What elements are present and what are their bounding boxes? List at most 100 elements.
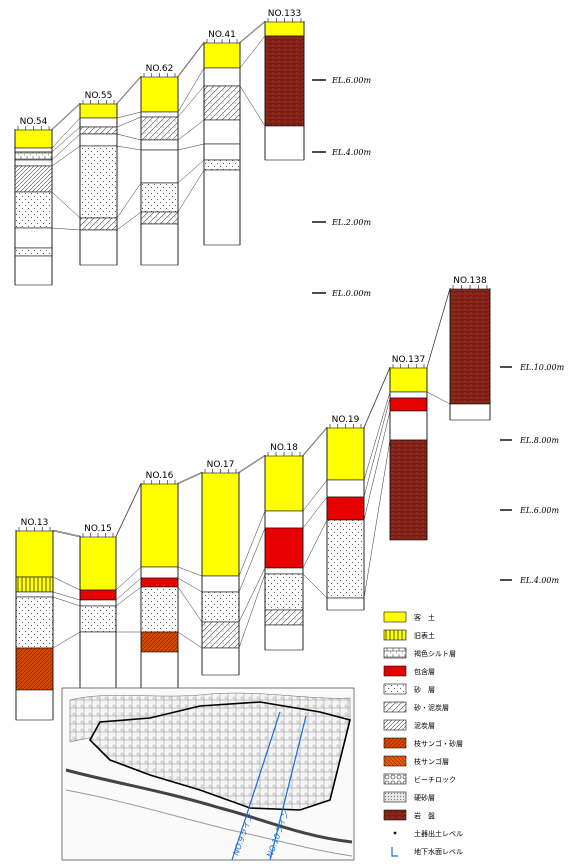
coast-road: [65, 768, 353, 844]
layer-peatsand: [79, 126, 118, 135]
upper-column-2: [79, 100, 118, 266]
layer-white: [79, 599, 117, 607]
layer-sand: [140, 586, 179, 633]
layer-fill: [326, 427, 365, 481]
layer-fill: [15, 530, 54, 578]
legend-label: 岩 盤: [414, 811, 435, 820]
upper-column-label: NO.133: [268, 9, 302, 19]
layer-peat: [14, 165, 53, 193]
layer-white: [79, 229, 118, 266]
elevation-label: EL.0.00m: [331, 289, 372, 298]
layer-fill: [264, 21, 305, 37]
upper-column-5: [264, 18, 305, 161]
layer-fill: [201, 472, 240, 577]
layer-sand: [14, 247, 53, 257]
layer-columns: [14, 18, 491, 721]
lower-column-1: [15, 527, 54, 721]
layer-white: [264, 510, 304, 529]
lower-column-5: [264, 452, 304, 651]
layer-fill: [79, 103, 118, 119]
layer-fill: [264, 455, 304, 512]
layer-sand: [79, 605, 117, 633]
upper-column-label: NO.55: [85, 91, 113, 101]
layer-sand: [201, 591, 240, 623]
legend-label: 土器出土レベル: [414, 829, 463, 838]
legend-label: 包含層: [414, 667, 435, 676]
lower-column-7: [389, 364, 428, 541]
legend-label: 硬砂層: [414, 793, 435, 802]
lower-column-4: [201, 469, 240, 676]
layer-rock: [449, 288, 491, 405]
layer-white: [140, 149, 179, 184]
elevation-label: EL.4.00m: [519, 576, 560, 585]
layer-white: [201, 647, 240, 676]
lower-column-3: [140, 480, 179, 691]
layer-white: [15, 591, 54, 598]
layer-white: [264, 125, 305, 161]
layer-white: [79, 117, 118, 128]
legend-item-hard: 硬砂層: [383, 791, 435, 803]
layer-white: [14, 147, 53, 153]
elevation-label: EL.10.00m: [519, 363, 565, 372]
legend-label: 客 土: [414, 613, 435, 622]
layer-incl: [326, 496, 365, 521]
layer-white: [203, 143, 241, 161]
legend-item-peatsand: 砂・泥炭層: [383, 701, 449, 713]
lower-column-label: NO.17: [207, 460, 235, 470]
legend-item-old: 旧表土: [383, 629, 435, 641]
layer-peatsand: [201, 621, 240, 649]
column-labels: NO.54NO.55NO.62NO.41NO.133NO.13NO.15NO.1…: [20, 9, 487, 534]
lower-column-6: [326, 424, 365, 611]
upper-column-label: NO.62: [146, 64, 174, 74]
legend-item-sand: 砂 層: [383, 683, 435, 695]
layer-white: [264, 567, 304, 575]
legend-item-rock: 岩 盤: [383, 809, 435, 821]
upper-column-4: [203, 39, 241, 246]
layer-fill: [79, 536, 117, 591]
location-map: NO.9ライン NO.10ライン: [61, 687, 355, 861]
layer-white: [140, 111, 179, 118]
layer-peatsand: [79, 217, 118, 231]
layer-white: [203, 67, 241, 87]
lower-column-label: NO.19: [332, 415, 360, 425]
elevation-label: EL.4.00m: [331, 148, 372, 157]
layer-white: [15, 689, 54, 721]
layer-white: [389, 391, 428, 399]
legend-label: 砂・泥炭層: [414, 703, 449, 712]
legend-label: 枝サンゴ・砂層: [414, 739, 463, 748]
site-boundary: [89, 701, 351, 811]
layer-fill: [389, 367, 428, 393]
layer-white: [326, 597, 365, 611]
layer-coralsand: [15, 647, 54, 691]
route-line-9: [231, 711, 281, 861]
legend-label: 枝サンゴ層: [414, 757, 449, 766]
layer-fill: [203, 42, 241, 69]
legend-item-coralsand: 枝サンゴ・砂層: [383, 737, 463, 749]
elevation-label: EL.2.00m: [331, 218, 372, 227]
layer-white: [14, 159, 53, 167]
layer-rock: [389, 439, 428, 541]
legend-item-incl: 包含層: [383, 665, 435, 677]
layer-fill: [140, 76, 179, 113]
legend-label: 地下水面レベル: [414, 847, 463, 856]
legend-item-fill: 客 土: [383, 611, 435, 623]
layer-white: [79, 631, 117, 691]
layer-white: [326, 479, 365, 498]
layer-white: [203, 169, 241, 246]
layer-peatsand: [203, 85, 241, 121]
legend-item-water: 地下水面レベル: [391, 847, 463, 857]
lower-column-label: NO.13: [21, 518, 49, 528]
layer-white: [14, 255, 53, 286]
lower-column-label: NO.15: [84, 524, 112, 534]
layer-silt: [14, 151, 53, 161]
legend-label: ビーチロック: [414, 775, 456, 784]
legend-item-silt: 褐色シルト層: [383, 647, 456, 659]
layer-white: [203, 119, 241, 145]
layer-sand: [140, 182, 179, 213]
lower-column-label: NO.137: [392, 355, 426, 365]
layer-white: [449, 403, 491, 421]
layer-sand: [14, 191, 53, 229]
layer-white: [201, 575, 240, 593]
